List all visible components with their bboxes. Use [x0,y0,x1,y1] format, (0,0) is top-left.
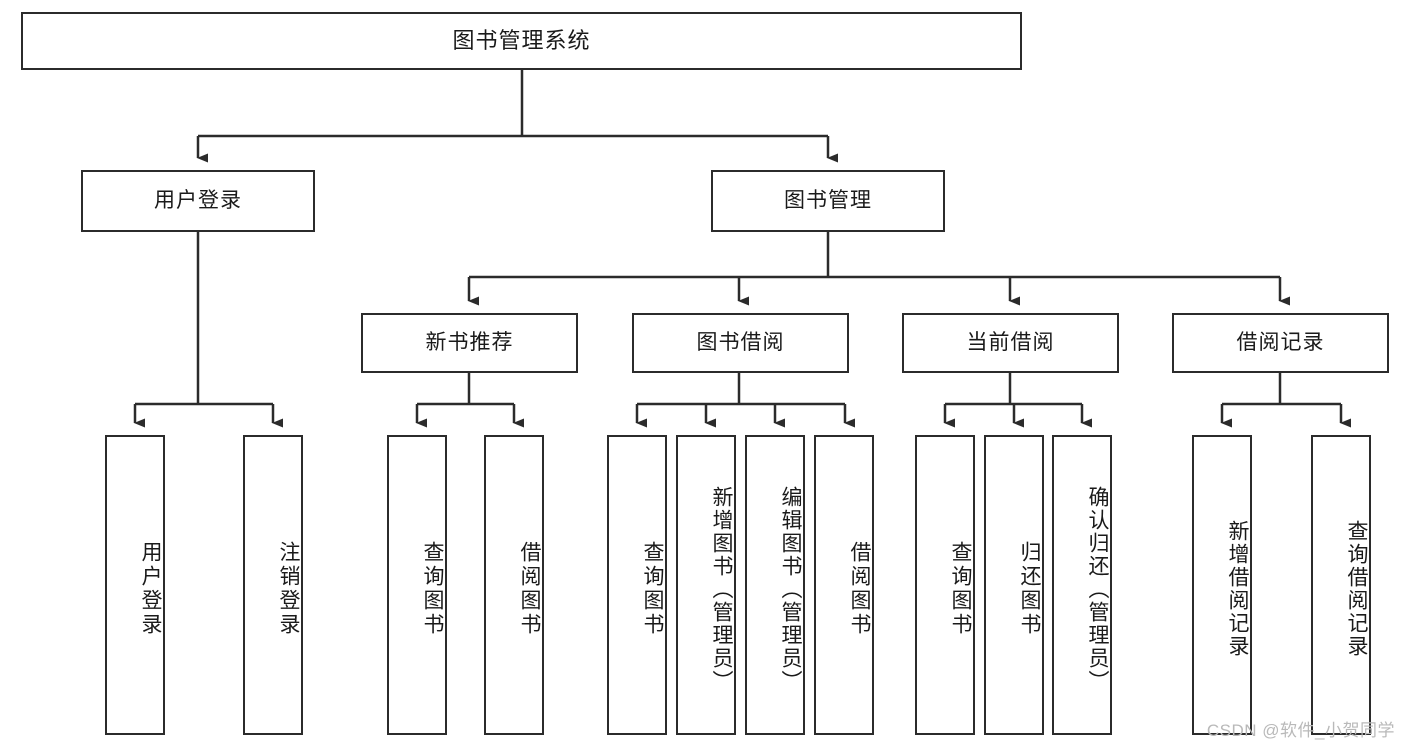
node-label: 图书借阅 [696,331,785,355]
node-label: 借阅图书 [848,541,871,637]
node-book-borrow[interactable]: 图书借阅 [632,313,849,373]
leaf-borrow-edit-book-admin[interactable]: 编辑图书（管理员） [745,435,805,735]
node-new-book-recommend[interactable]: 新书推荐 [361,313,578,373]
node-book-management[interactable]: 图书管理 [711,170,945,232]
leaf-new-book-query[interactable]: 查询图书 [387,435,447,735]
leaf-borrow-add-book-admin[interactable]: 新增图书（管理员） [676,435,736,735]
node-label: 借阅记录 [1236,331,1325,355]
node-label: 查询借阅记录 [1345,520,1368,658]
leaf-user-login-signout[interactable]: 注销登录 [243,435,303,735]
node-label: 图书管理 [784,189,872,213]
leaf-user-login-signin[interactable]: 用户登录 [105,435,165,735]
node-label: 查询图书 [421,541,444,637]
node-label: 查询图书 [641,541,664,637]
node-borrow-record[interactable]: 借阅记录 [1172,313,1389,373]
leaf-borrow-query-book[interactable]: 查询图书 [607,435,667,735]
leaf-record-query-record[interactable]: 查询借阅记录 [1311,435,1371,735]
node-label: 图书管理系统 [452,27,591,53]
node-root-system[interactable]: 图书管理系统 [21,12,1022,70]
node-label: 查询图书 [949,541,972,637]
node-label: 新增图书（管理员） [710,485,733,693]
node-user-login[interactable]: 用户登录 [81,170,315,232]
leaf-current-confirm-return-admin[interactable]: 确认归还（管理员） [1052,435,1112,735]
node-current-borrow[interactable]: 当前借阅 [902,313,1119,373]
node-label: 用户登录 [154,189,242,213]
node-label: 新书推荐 [425,331,514,355]
leaf-current-query-book[interactable]: 查询图书 [915,435,975,735]
leaf-borrow-borrow-book[interactable]: 借阅图书 [814,435,874,735]
node-label: 确认归还（管理员） [1086,485,1109,693]
watermark-text: CSDN @软件_小贺同学 [1206,721,1395,740]
node-label: 用户登录 [139,541,162,637]
leaf-new-book-borrow[interactable]: 借阅图书 [484,435,544,735]
node-label: 编辑图书（管理员） [779,485,802,693]
node-label: 注销登录 [277,541,300,637]
node-label: 借阅图书 [518,541,541,637]
leaf-record-add-record[interactable]: 新增借阅记录 [1192,435,1252,735]
node-label: 当前借阅 [966,331,1055,355]
leaf-current-return-book[interactable]: 归还图书 [984,435,1044,735]
node-label: 新增借阅记录 [1226,520,1249,658]
node-label: 归还图书 [1018,541,1041,637]
